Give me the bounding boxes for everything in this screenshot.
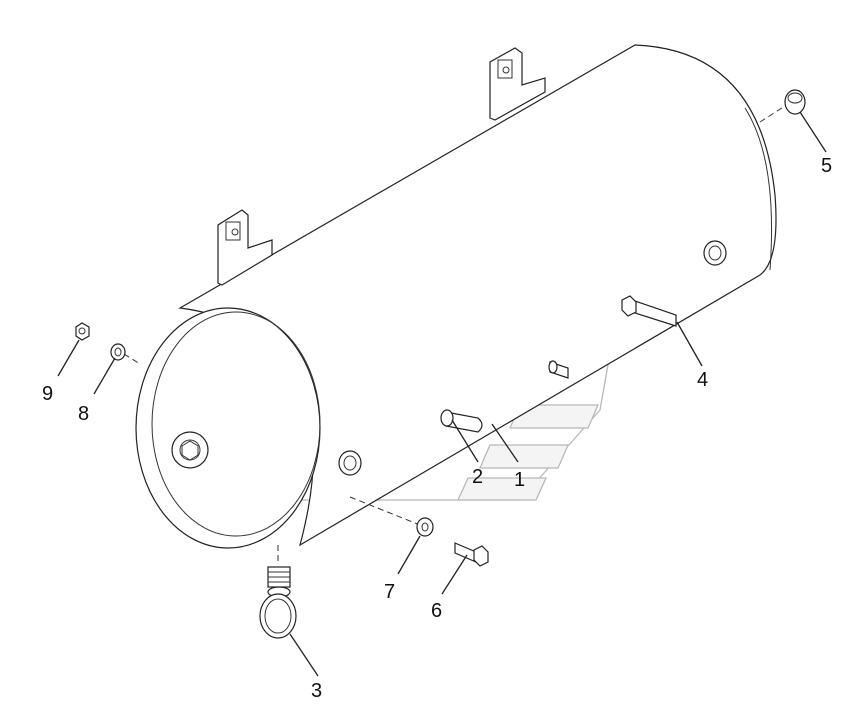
side-port-front: [338, 450, 362, 476]
callout-labels: 1 2 3 4 5 6 7 8 9: [42, 155, 832, 702]
callout-6: 6: [431, 600, 442, 622]
callout-8: 8: [78, 403, 89, 425]
air-tank: [135, 44, 777, 549]
tank-front-head: [135, 307, 321, 549]
part-4-fitting: [621, 295, 677, 327]
leader-lines: [57, 111, 827, 677]
callout-2: 2: [472, 466, 483, 488]
callout-5: 5: [821, 155, 832, 177]
part-9-nut: [75, 322, 90, 341]
front-port: [171, 431, 209, 469]
side-port-rear: [703, 240, 727, 266]
callout-7: 7: [384, 581, 395, 603]
part-8-washer: [110, 343, 141, 365]
callout-4: 4: [697, 369, 708, 391]
upper-fitting: [548, 360, 569, 379]
part-6-bolt: [454, 542, 489, 567]
part-3-drain-valve: [259, 545, 297, 639]
callout-1: 1: [514, 469, 525, 491]
mounting-bracket-front: [217, 209, 273, 286]
mounting-bracket-rear: [489, 47, 546, 121]
callout-9: 9: [42, 383, 53, 405]
callout-3: 3: [311, 680, 322, 702]
part-7-washer: [349, 496, 434, 537]
part-5-plug: [759, 89, 806, 123]
part-2-fitting: [440, 409, 483, 433]
